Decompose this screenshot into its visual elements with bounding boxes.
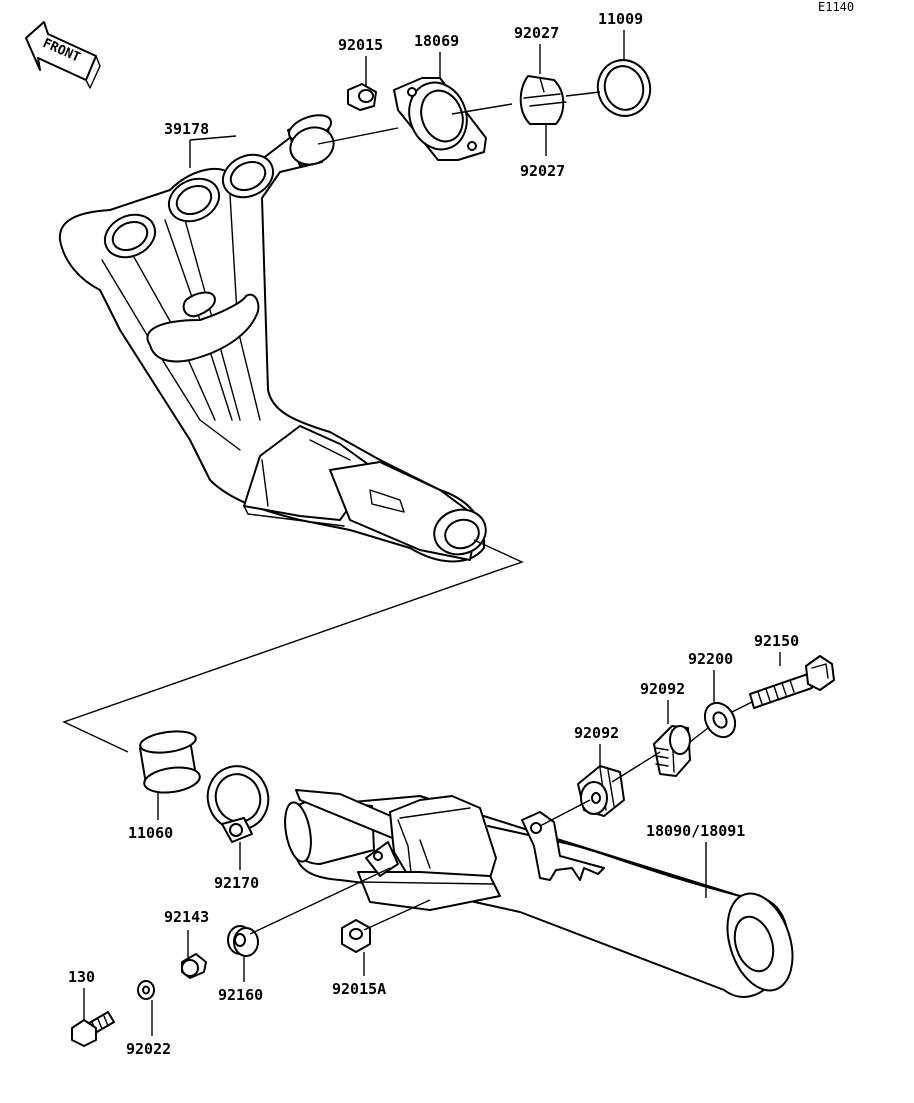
grommet-92160 [227, 925, 259, 957]
muffler-18090 [284, 789, 794, 998]
clamp-92170 [206, 765, 270, 843]
label-92160: 92160 [218, 986, 263, 1004]
washer-92200 [703, 701, 737, 739]
label-92015: 92015 [338, 36, 383, 54]
label-130: 130 [68, 968, 95, 986]
gasket-11009 [596, 59, 652, 117]
label-92015A: 92015A [332, 980, 386, 998]
label-92092-upper: 92092 [640, 680, 685, 698]
bolt-92150 [749, 655, 835, 709]
bolt-130 [71, 1011, 115, 1047]
collar-92143 [181, 953, 207, 979]
front-arrow-icon: FRONT [25, 21, 101, 89]
label-92092-lower: 92092 [574, 724, 619, 742]
label-39178: 39178 [164, 120, 209, 138]
nut-92015A [341, 919, 371, 953]
label-92143: 92143 [164, 908, 209, 926]
washer-92022 [137, 980, 155, 1000]
label-18069: 18069 [414, 32, 459, 50]
label-92150: 92150 [754, 632, 799, 650]
label-92027-top: 92027 [514, 24, 559, 42]
split-collar-92027 [519, 75, 567, 125]
damper-92092-upper [653, 725, 691, 777]
label-92200: 92200 [688, 650, 733, 668]
label-18090-18091: 18090/18091 [646, 822, 745, 840]
label-92027-bottom: 92027 [520, 162, 565, 180]
diagram-code: E1140 [818, 0, 854, 14]
connector-tube-11060 [139, 730, 201, 794]
label-92022: 92022 [126, 1040, 171, 1058]
header-pipe-39178 [58, 114, 487, 563]
label-11009: 11009 [598, 10, 643, 28]
label-11060: 11060 [128, 824, 173, 842]
flange-18069 [393, 77, 487, 161]
damper-92092-lower [577, 765, 625, 817]
label-92170: 92170 [214, 874, 259, 892]
nut-92015 [347, 83, 377, 111]
